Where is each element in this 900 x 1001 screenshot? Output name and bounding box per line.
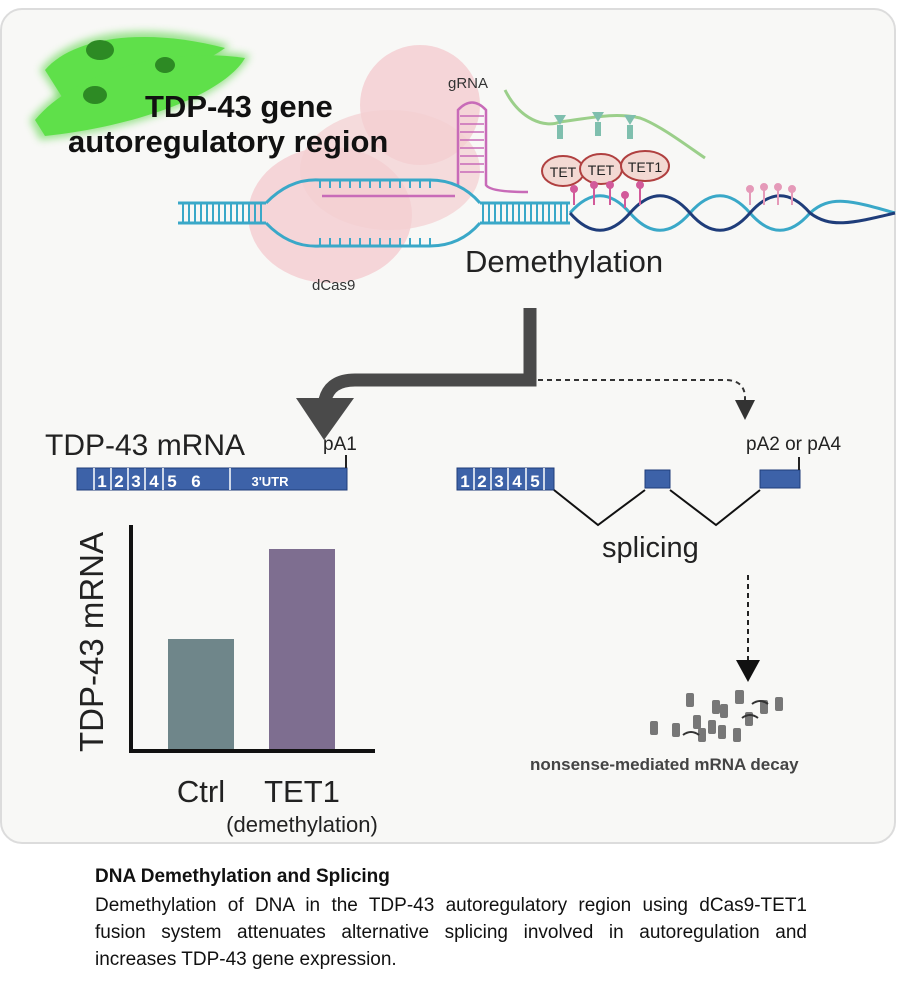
dashed-arrow <box>538 379 755 420</box>
nmd-label: nonsense-mediated mRNA decay <box>530 755 799 774</box>
svg-text:TET: TET <box>550 164 577 180</box>
exon-5-label: 5 <box>167 472 176 491</box>
exon-1-label: 1 <box>97 472 106 491</box>
dna-strand <box>178 178 896 248</box>
chart-ylabel: TDP-43 mRNA <box>73 532 110 752</box>
svg-text:TET1: TET1 <box>628 159 662 175</box>
tet-label-2: TET <box>579 153 623 185</box>
exon-4-label: 4 <box>149 472 159 491</box>
x-tick-tet1: TET1 <box>264 774 340 809</box>
demethylation-label: Demethylation <box>465 244 663 279</box>
utr-label: 3'UTR <box>251 474 289 489</box>
x-sublabel-tet1: (demethylation) <box>226 812 378 837</box>
mrna-fragments <box>650 690 783 742</box>
right-exon-3: 3 <box>494 472 503 491</box>
right-exon-1: 1 <box>460 472 469 491</box>
title-line-1: TDP-43 gene <box>145 89 333 124</box>
diagram-canvas: TDP-43 gene autoregulatory region gRNA <box>30 31 896 837</box>
x-tick-ctrl: Ctrl <box>177 774 225 809</box>
pa1-label: pA1 <box>323 434 357 455</box>
decay-arrowhead <box>736 660 760 682</box>
caption-body: Demethylation of DNA in the TDP-43 autor… <box>95 895 807 970</box>
bar-ctrl <box>168 639 234 749</box>
title-line-2: autoregulatory region <box>68 124 388 159</box>
tet-label-3: TET1 <box>620 150 670 182</box>
right-exon-4: 4 <box>512 472 522 491</box>
dcas9-label: dCas9 <box>312 277 355 294</box>
svg-text:TET: TET <box>588 162 615 178</box>
tdp43-bar-chart: TDP-43 mRNA Ctrl TET1 (demethylation) <box>73 525 378 837</box>
tet1-fusion: TET TET TET1 <box>503 89 796 208</box>
exon-3-label: 3 <box>131 472 140 491</box>
tet-label-1: TET <box>541 155 585 187</box>
caption: DNA Demethylation and Splicing Demethyla… <box>95 866 807 973</box>
transcript-left: 1 2 3 4 6 3'UTR 5 <box>76 455 348 491</box>
mrna-label: TDP-43 mRNA <box>45 429 245 462</box>
exon-6-label: 6 <box>191 472 200 491</box>
transcript-right: 1 2 3 4 5 <box>456 457 801 527</box>
bar-tet1 <box>269 549 335 749</box>
caption-title: DNA Demethylation and Splicing <box>95 866 390 887</box>
grna-label: gRNA <box>448 75 488 92</box>
pa2-label: pA2 or pA4 <box>746 434 841 455</box>
right-exon-5: 5 <box>530 472 539 491</box>
exon-2-label: 2 <box>114 472 123 491</box>
main-arrow <box>296 308 537 440</box>
right-exon-2: 2 <box>477 472 486 491</box>
splicing-label: splicing <box>602 532 699 564</box>
cell-illustration <box>30 31 250 140</box>
grna: gRNA <box>322 75 529 198</box>
